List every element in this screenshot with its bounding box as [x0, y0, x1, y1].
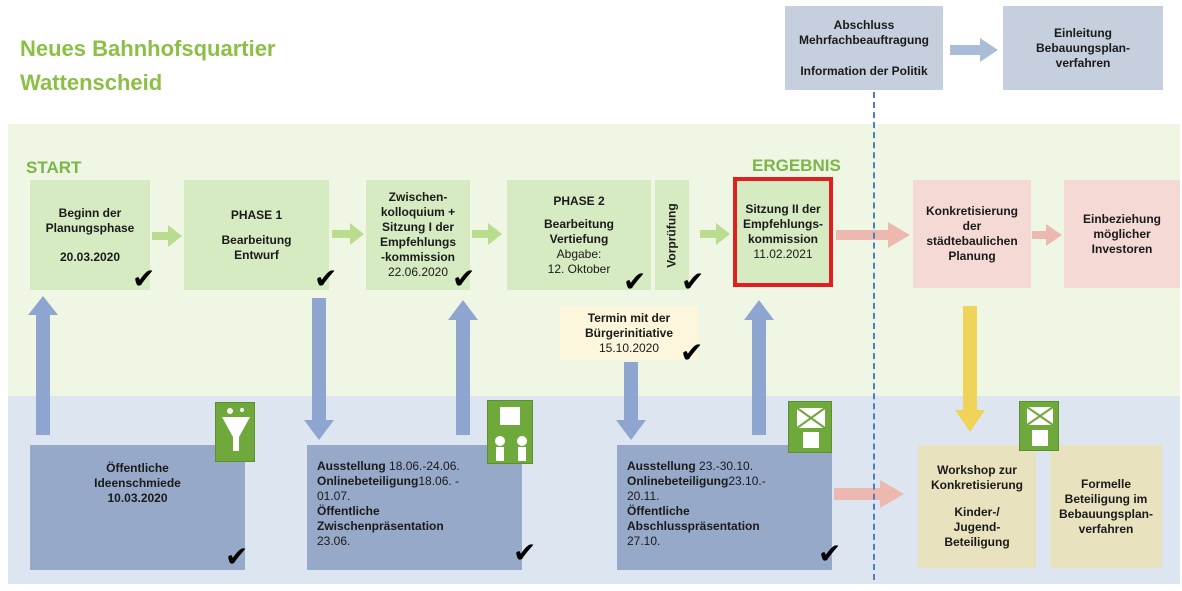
sitzung2-box: Sitzung II der Empfehlungs- kommission 1… [733, 177, 833, 287]
start-label: START [26, 158, 82, 177]
page-subtitle: Wattenscheid [20, 70, 163, 95]
ergebnis-label: ERGEBNIS [752, 156, 841, 175]
check-icon-9: ✔ [818, 537, 842, 570]
arrow-up-sitzung2 [744, 300, 774, 435]
arrow-right-3 [472, 223, 502, 245]
formelle-box: Formelle Beteiligung im Bebauungsplan- v… [1050, 445, 1162, 568]
arrow-right-4 [700, 223, 730, 245]
board-icon-2 [1019, 401, 1059, 451]
konkretisierung-box: Konkretisierung der städtebaulichen Plan… [913, 180, 1031, 288]
check-icon-2: ✔ [314, 262, 338, 295]
beginn-box: Beginn der Planungsphase 20.03.2020 [30, 180, 150, 290]
ausstellung1-box: Ausstellung 18.06.-24.06. Onlinebeteilig… [307, 445, 522, 570]
zwischenkolloquium-box: Zwischen- kolloquium + Sitzung I der Emp… [366, 180, 470, 290]
phase2-box: PHASE 2 Bearbeitung Vertiefung Abgabe: 1… [507, 180, 651, 290]
ideenschmiede-box: Öffentliche Ideenschmiede 10.03.2020 [30, 445, 245, 570]
phase-divider [873, 92, 875, 580]
page-title: Neues Bahnhofsquartier [20, 36, 276, 61]
arrow-down-phase1 [304, 298, 334, 440]
board-icon [788, 401, 832, 453]
check-icon-7: ✔ [225, 540, 249, 573]
vorpruefung-box: Vorprüfung [655, 180, 689, 290]
arrow-right-6 [1032, 224, 1062, 246]
arrow-up-zwischen [448, 300, 478, 435]
check-icon-8: ✔ [513, 536, 537, 569]
funnel-icon [215, 402, 255, 462]
check-icon-1: ✔ [132, 262, 156, 295]
check-icon-4: ✔ [623, 265, 647, 298]
einbeziehung-box: Einbeziehung möglicher Investoren [1064, 180, 1180, 288]
arrow-up-ideen [28, 296, 58, 435]
ausstellung2-box: Ausstellung 23.-30.10. Onlinebeteiligung… [617, 445, 832, 570]
abschluss-box: Abschluss Mehrfachbeauftragung Informati… [785, 6, 943, 90]
arrow-right-7 [834, 480, 904, 508]
workshop-box: Workshop zur Konkretisierung Kinder-/ Ju… [918, 445, 1036, 568]
phase1-box: PHASE 1 Bearbeitung Entwurf [184, 180, 329, 290]
check-icon-5: ✔ [681, 265, 705, 298]
people-icon [487, 400, 533, 464]
termin-box: Termin mit der Bürgerinitiative 15.10.20… [560, 306, 698, 360]
check-icon-6: ✔ [680, 336, 704, 369]
arrow-down-termin [616, 362, 646, 440]
arrow-right-top [950, 38, 998, 62]
arrow-right-1 [152, 225, 182, 247]
check-icon-3: ✔ [452, 262, 476, 295]
arrow-right-2 [332, 223, 364, 245]
einleitung-box: Einleitung Bebauungsplan- verfahren [1003, 6, 1163, 90]
arrow-down-yellow [955, 306, 985, 432]
